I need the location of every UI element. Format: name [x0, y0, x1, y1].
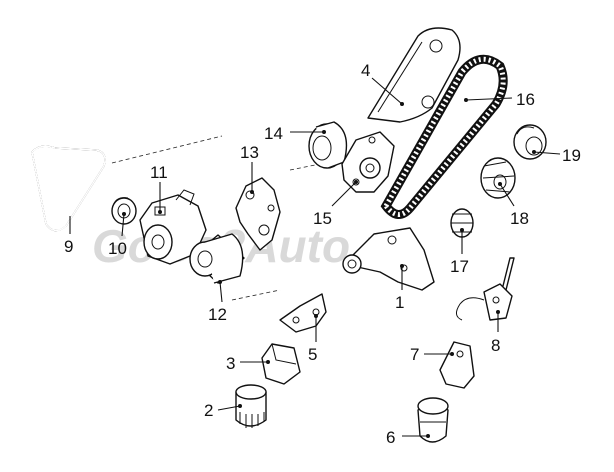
- part-drive-pulley: [308, 121, 348, 169]
- part-timing-belt-cover: [367, 27, 461, 123]
- callout-8: 8: [491, 310, 500, 355]
- part-toothed-pulley: [450, 208, 474, 238]
- part-tensioner-pulley: [480, 157, 516, 199]
- part-mounting-bracket: [235, 177, 281, 251]
- callout-9: 9: [64, 216, 73, 256]
- callout-18: 18: [498, 182, 529, 228]
- callout-15: 15: [313, 180, 358, 228]
- callout-number: 2: [204, 401, 213, 420]
- part-drive-belt: [31, 145, 106, 232]
- part-pump-housing: [139, 189, 207, 265]
- callout-4: 4: [361, 61, 404, 106]
- callout-number: 7: [410, 345, 419, 364]
- callout-6: 6: [386, 428, 430, 447]
- callout-3: 3: [226, 354, 270, 373]
- part-idler-roller: [513, 124, 547, 160]
- part-sensor: [456, 257, 515, 321]
- callout-11: 11: [150, 163, 168, 214]
- part-cylinder-filter: [189, 233, 245, 284]
- callout-10: 10: [108, 212, 127, 258]
- callout-number: 15: [313, 209, 332, 228]
- part-mount-block: [261, 343, 301, 385]
- part-small-pulley: [111, 197, 137, 225]
- callout-2: 2: [204, 401, 242, 420]
- part-rubber-bushing: [417, 397, 449, 443]
- callout-number: 11: [150, 163, 168, 182]
- callout-number: 3: [226, 354, 235, 373]
- callout-number: 13: [240, 143, 259, 162]
- part-oil-filter: [235, 384, 267, 428]
- callout-1: 1: [395, 264, 404, 312]
- part-timing-belt: [380, 54, 508, 219]
- callout-number: 12: [208, 305, 227, 324]
- callout-number: 18: [510, 209, 529, 228]
- callout-7: 7: [410, 345, 454, 364]
- assembly-line: [111, 135, 223, 164]
- part-engine-bracket: [341, 131, 395, 193]
- part-water-pump: [342, 227, 435, 291]
- part-engine-mount: [439, 341, 475, 389]
- part-small-bracket: [279, 293, 327, 333]
- callout-17: 17: [450, 228, 469, 276]
- callout-19: 19: [532, 146, 581, 165]
- callout-number: 19: [562, 146, 581, 165]
- callout-16: 16: [464, 90, 535, 109]
- callout-number: 8: [491, 336, 500, 355]
- callout-5: 5: [308, 314, 318, 364]
- callout-number: 6: [386, 428, 395, 447]
- callout-number: 1: [395, 293, 404, 312]
- callout-12: 12: [208, 280, 227, 324]
- callout-number: 10: [108, 239, 127, 258]
- callout-number: 16: [516, 90, 535, 109]
- callout-number: 14: [264, 124, 283, 143]
- callout-13: 13: [240, 143, 259, 194]
- assembly-line: [231, 289, 281, 301]
- callout-14: 14: [264, 124, 326, 143]
- callout-number: 17: [450, 257, 469, 276]
- callout-number: 9: [64, 237, 73, 256]
- callout-number: 4: [361, 61, 370, 80]
- callout-number: 5: [308, 345, 317, 364]
